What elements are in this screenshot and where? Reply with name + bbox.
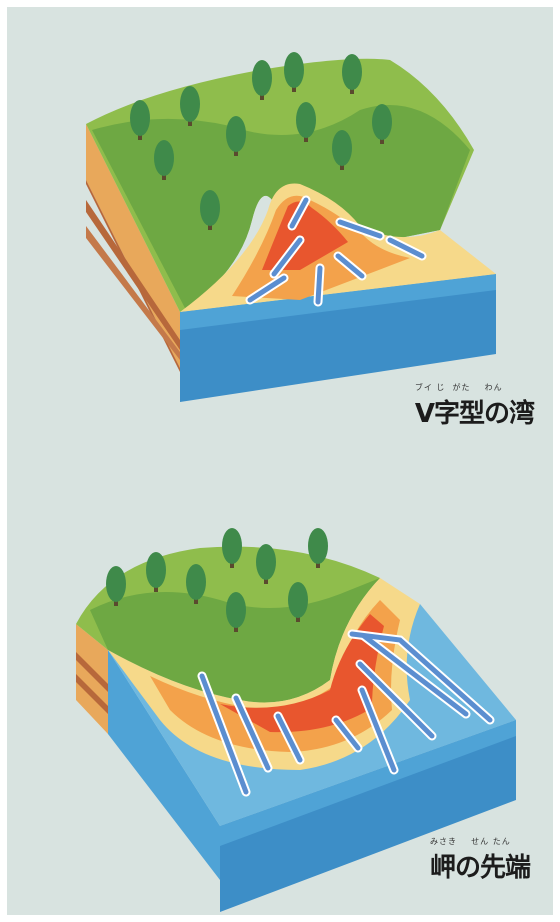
caption-furigana: みさき せん たん bbox=[429, 837, 511, 846]
cape-block bbox=[76, 528, 516, 912]
caption-furigana: ブイ じ がた わん bbox=[414, 383, 503, 392]
caption-cape: みさき せん たん 岬の先端 bbox=[429, 836, 531, 884]
sea-front bbox=[220, 720, 516, 912]
v-bay-block bbox=[86, 52, 496, 402]
caption-text: V字型の湾 bbox=[414, 399, 535, 429]
caption-text: 岬の先端 bbox=[429, 853, 531, 883]
caption-v-bay: ブイ じ がた わん V字型の湾 bbox=[414, 382, 535, 430]
